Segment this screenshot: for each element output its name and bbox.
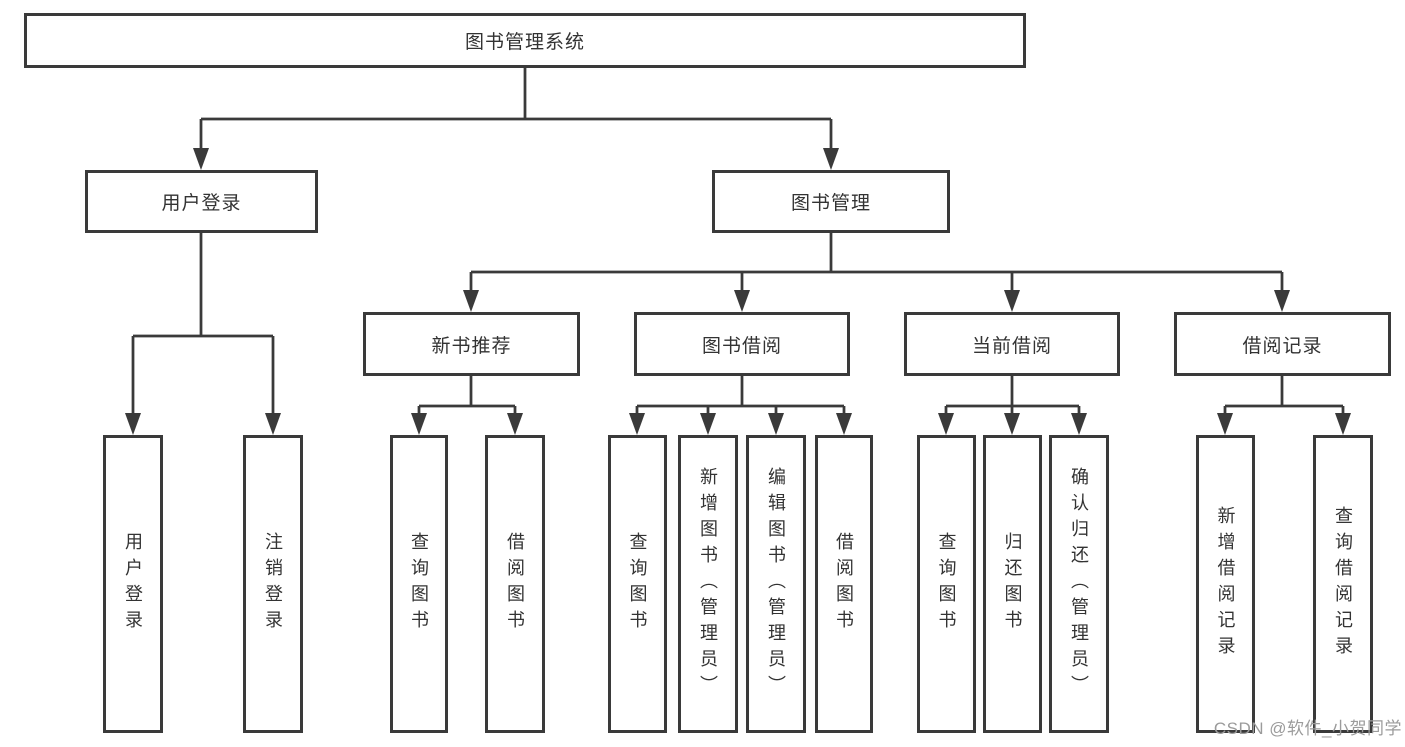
leaf-borrow-books: 借阅图书: [485, 435, 545, 733]
leaf-query-books: 查询图书: [917, 435, 976, 733]
leaf-add-borrow-record: 新增借阅记录: [1196, 435, 1255, 733]
leaf-user-login: 用户登录: [103, 435, 163, 733]
csdn-watermark: CSDN @软件_小贺同学: [1213, 719, 1402, 738]
leaf-return-books: 归还图书: [983, 435, 1042, 733]
leaf-add-books-admin: 新增图书（管理员）: [678, 435, 738, 733]
node-user-login: 用户登录: [85, 170, 318, 233]
node-book-borrowing: 图书借阅: [634, 312, 850, 376]
node-new-book-recommendation: 新书推荐: [363, 312, 580, 376]
leaf-query-books: 查询图书: [390, 435, 448, 733]
leaf-query-borrow-record: 查询借阅记录: [1313, 435, 1373, 733]
leaf-query-books: 查询图书: [608, 435, 667, 733]
node-book-management: 图书管理: [712, 170, 950, 233]
leaf-borrow-books: 借阅图书: [815, 435, 873, 733]
node-library-management-system: 图书管理系统: [24, 13, 1026, 68]
node-current-borrowing: 当前借阅: [904, 312, 1120, 376]
leaf-logout: 注销登录: [243, 435, 303, 733]
leaf-edit-books-admin: 编辑图书（管理员）: [746, 435, 806, 733]
node-borrowing-records: 借阅记录: [1174, 312, 1391, 376]
leaf-confirm-return-admin: 确认归还（管理员）: [1049, 435, 1109, 733]
